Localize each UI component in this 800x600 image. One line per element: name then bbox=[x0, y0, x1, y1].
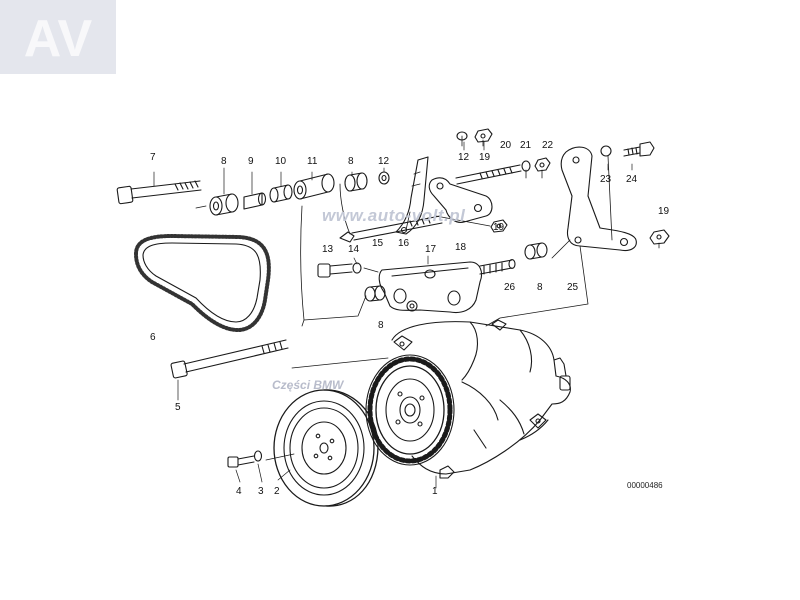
part-label-12: 12 bbox=[458, 152, 470, 163]
part-label-16: 16 bbox=[398, 238, 410, 249]
pulley bbox=[273, 389, 379, 507]
bolt bbox=[339, 215, 443, 243]
washer bbox=[253, 450, 263, 462]
part-label-25: 25 bbox=[567, 282, 579, 293]
watermark-logo: AV bbox=[0, 0, 116, 74]
bushing bbox=[344, 172, 368, 192]
part-label-8: 8 bbox=[221, 156, 227, 167]
part-label-1: 1 bbox=[432, 486, 438, 497]
nut bbox=[534, 157, 551, 172]
part-label-14: 14 bbox=[348, 244, 360, 255]
part-label-13: 13 bbox=[322, 244, 334, 255]
part-label-19: 19 bbox=[493, 222, 505, 233]
bushing bbox=[209, 193, 239, 216]
spacer-sleeve bbox=[243, 192, 267, 210]
tensioner-sleeve bbox=[293, 173, 335, 200]
part-label-26: 26 bbox=[504, 282, 516, 293]
v-belt bbox=[134, 234, 271, 332]
part-label-6: 6 bbox=[150, 332, 156, 343]
part-label-24: 24 bbox=[626, 174, 638, 185]
part-label-8: 8 bbox=[378, 320, 384, 331]
pump-housing bbox=[391, 319, 571, 479]
part-label-9: 9 bbox=[248, 156, 254, 167]
part-label-3: 3 bbox=[258, 486, 264, 497]
pump-carrier bbox=[378, 261, 483, 314]
part-label-19: 19 bbox=[658, 206, 670, 217]
part-label-22: 22 bbox=[542, 140, 554, 151]
drive-gear bbox=[365, 354, 455, 466]
watermark-logo-letters: AV bbox=[24, 10, 93, 68]
part-label-20: 20 bbox=[500, 140, 512, 151]
watermark-site: www.auto-volt.pl bbox=[322, 206, 466, 225]
part-label-2: 2 bbox=[274, 486, 280, 497]
long-bolt bbox=[170, 339, 289, 379]
spacer-sleeve bbox=[479, 258, 516, 275]
part-label-18: 18 bbox=[455, 242, 467, 253]
label-leader-lines bbox=[153, 141, 633, 489]
part-label-19: 19 bbox=[479, 152, 491, 163]
part-label-17: 17 bbox=[425, 244, 437, 255]
part-label-11: 11 bbox=[307, 156, 318, 167]
nut bbox=[490, 219, 508, 233]
mounting-bracket bbox=[428, 177, 493, 223]
washer bbox=[600, 145, 612, 157]
part-label-23: 23 bbox=[600, 174, 612, 185]
part-label-12: 12 bbox=[378, 156, 390, 167]
nut bbox=[474, 128, 493, 143]
part-label-8: 8 bbox=[537, 282, 543, 293]
part-label-5: 5 bbox=[175, 402, 181, 413]
washer bbox=[378, 171, 390, 185]
bolt bbox=[455, 164, 522, 185]
bolt bbox=[317, 263, 353, 278]
support-bracket bbox=[560, 146, 637, 252]
part-label-10: 10 bbox=[275, 156, 287, 167]
watermark-parts: Części BMW bbox=[272, 378, 344, 392]
part-label-8: 8 bbox=[348, 156, 354, 167]
diagram-reference-number: 00000486 bbox=[627, 481, 663, 490]
part-label-4: 4 bbox=[236, 486, 242, 497]
part-label-7: 7 bbox=[150, 152, 156, 163]
washer bbox=[521, 160, 531, 172]
sleeve bbox=[269, 184, 293, 203]
part-label-21: 21 bbox=[520, 140, 532, 151]
bushing bbox=[364, 285, 386, 302]
nut bbox=[649, 229, 670, 245]
bolt bbox=[623, 141, 655, 157]
washer bbox=[352, 262, 362, 274]
bolt bbox=[227, 455, 255, 468]
assembly-guide-lines bbox=[195, 135, 660, 461]
part-label-15: 15 bbox=[372, 238, 384, 249]
bushing bbox=[524, 242, 548, 260]
long-bolt bbox=[116, 180, 202, 205]
